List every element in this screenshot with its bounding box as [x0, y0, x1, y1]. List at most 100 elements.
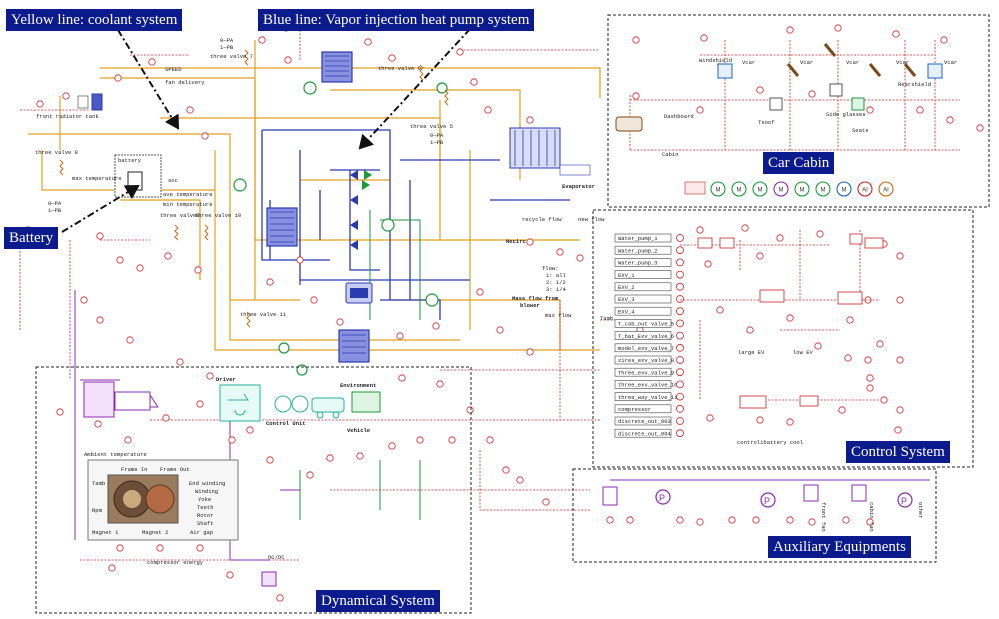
control-network: [680, 230, 880, 401]
vcar-label-2: Vcar: [800, 59, 813, 66]
vcar-label-5: Vcar: [944, 59, 957, 66]
cabin-labels: Windshield Vcar Vcar Vcar Vcar Vcar Dash…: [662, 57, 957, 158]
control-signal-port: [676, 356, 684, 364]
dashboard-knob-label: M: [800, 188, 805, 194]
sensor-glyph: [866, 384, 874, 392]
new-flow-label: new flow: [578, 216, 605, 223]
control-signal-label: EXV_3: [618, 296, 635, 303]
dc-dc-label: DC/DC: [268, 554, 285, 561]
cabin-source-block: [684, 181, 706, 195]
control-battery-cool-label: control1battery cool: [737, 439, 803, 446]
max-temperature-label: max temperature: [72, 175, 122, 182]
sensor-glyph: [834, 24, 842, 32]
air-lines: [299, 210, 421, 520]
sensor-glyph: [484, 106, 492, 114]
sensor-glyph: [466, 406, 474, 414]
teeth-label: Teeth: [197, 504, 214, 511]
cabin-walls: [615, 63, 943, 132]
sensor-glyph: [816, 230, 824, 238]
blower-label: blower: [520, 302, 540, 309]
radiator-front: [77, 93, 103, 111]
speed-label: SPEED: [165, 66, 182, 73]
control-signal-box: [614, 404, 672, 414]
control-signal-box: [614, 331, 672, 340]
motor-thermal-panel: [87, 459, 239, 541]
fan-delivery-label: fan delivery: [165, 79, 205, 86]
dashboard-knob-label: M: [716, 188, 721, 194]
sensor-glyph: [206, 372, 214, 380]
sensor-glyph: [894, 426, 902, 434]
sensor-glyph: [266, 278, 274, 286]
sensor-glyph: [436, 380, 444, 388]
vcar-label-4: Vcar: [896, 59, 909, 66]
sensor-glyph: [696, 106, 704, 114]
control-signal-label: three_exv_valve_10: [618, 382, 677, 389]
dashboard-knob: [731, 181, 747, 197]
sensor-glyph: [526, 116, 534, 124]
sensor-glyph: [56, 408, 64, 416]
sensor-glyph: [96, 316, 104, 324]
sensor-glyph: [226, 571, 234, 579]
sensor-glyph: [162, 414, 170, 422]
max-flow-label: max flow: [545, 312, 572, 319]
sensor-glyph: [940, 36, 948, 44]
thermal-lines: [74, 290, 930, 561]
battery-callout: Battery: [4, 227, 59, 249]
sensor-glyph: [896, 356, 904, 364]
dynamical-system-region: [35, 366, 472, 614]
sensor-glyph: [516, 476, 524, 484]
shaft-label: Shaft: [197, 520, 214, 527]
compressor: [345, 282, 373, 304]
magnet-1-label: Magnet 1: [92, 529, 119, 536]
blue-line-callout: Blue line: Vapor injection heat pump sys…: [258, 9, 535, 31]
cabin-network: [629, 40, 960, 151]
end-winding-label: End winding: [189, 480, 225, 487]
dashboard-knob: [794, 181, 810, 197]
large-ev-label: large EV: [738, 349, 765, 356]
valve7-pa: 0—PA: [220, 37, 234, 44]
control-signal-list: Water_pump_1Water_pump_2Water_pump_3EXV_…: [614, 233, 684, 438]
sensor-glyph: [246, 426, 254, 434]
sensor-glyph: [786, 516, 794, 524]
sensor-glyph: [388, 442, 396, 450]
three-way-valves: [59, 49, 449, 328]
sensor-glyph: [786, 314, 794, 322]
control-signal-port: [676, 270, 684, 279]
control-signal-label: discrete_out_004: [618, 430, 672, 437]
control-signal-label: EXV_2: [618, 284, 635, 291]
ambient-temperature-label: Ambient temperature: [84, 451, 147, 458]
sensor-glyph: [114, 74, 122, 82]
control-signal-box: [614, 258, 672, 267]
sensor-glyph: [62, 92, 70, 100]
driver-block: [219, 384, 261, 422]
sensor-glyph: [838, 406, 846, 414]
sensor-glyph: [502, 466, 510, 474]
evaporator-unit: [509, 127, 591, 176]
front-radiator-tank-label: front radiator tank: [36, 113, 99, 120]
control-signal-label: EXV_4: [618, 308, 635, 315]
sensor-glyph: [756, 252, 764, 260]
condenser-mid: [266, 207, 298, 247]
sensor-glyph: [866, 518, 874, 526]
control-signal-port: [676, 429, 684, 438]
sensor-glyph: [124, 436, 132, 444]
dashboard-knob: [752, 181, 768, 197]
sensor-glyph: [284, 56, 292, 64]
control-signal-box: [614, 355, 672, 365]
sensor-glyph: [704, 260, 712, 268]
soc-label: soc: [168, 177, 178, 184]
svg-text:P: P: [764, 496, 770, 506]
blue-line-text: Vapor injection heat pump system: [325, 12, 530, 28]
aux-pumps: [655, 489, 913, 508]
evaporator-label: Evaporator: [562, 183, 595, 190]
other-label: other: [917, 502, 924, 519]
control-signal-box: [614, 392, 672, 401]
sensor-glyph: [96, 232, 104, 240]
vcar-label-1: Vcar: [742, 59, 755, 66]
flow-legend-title: flow:: [542, 265, 559, 272]
dashboard-knob: [836, 181, 852, 197]
sensor-glyph: [136, 264, 144, 272]
yoke-label: Yoke: [198, 496, 211, 503]
sensor-glyph: [164, 252, 172, 260]
